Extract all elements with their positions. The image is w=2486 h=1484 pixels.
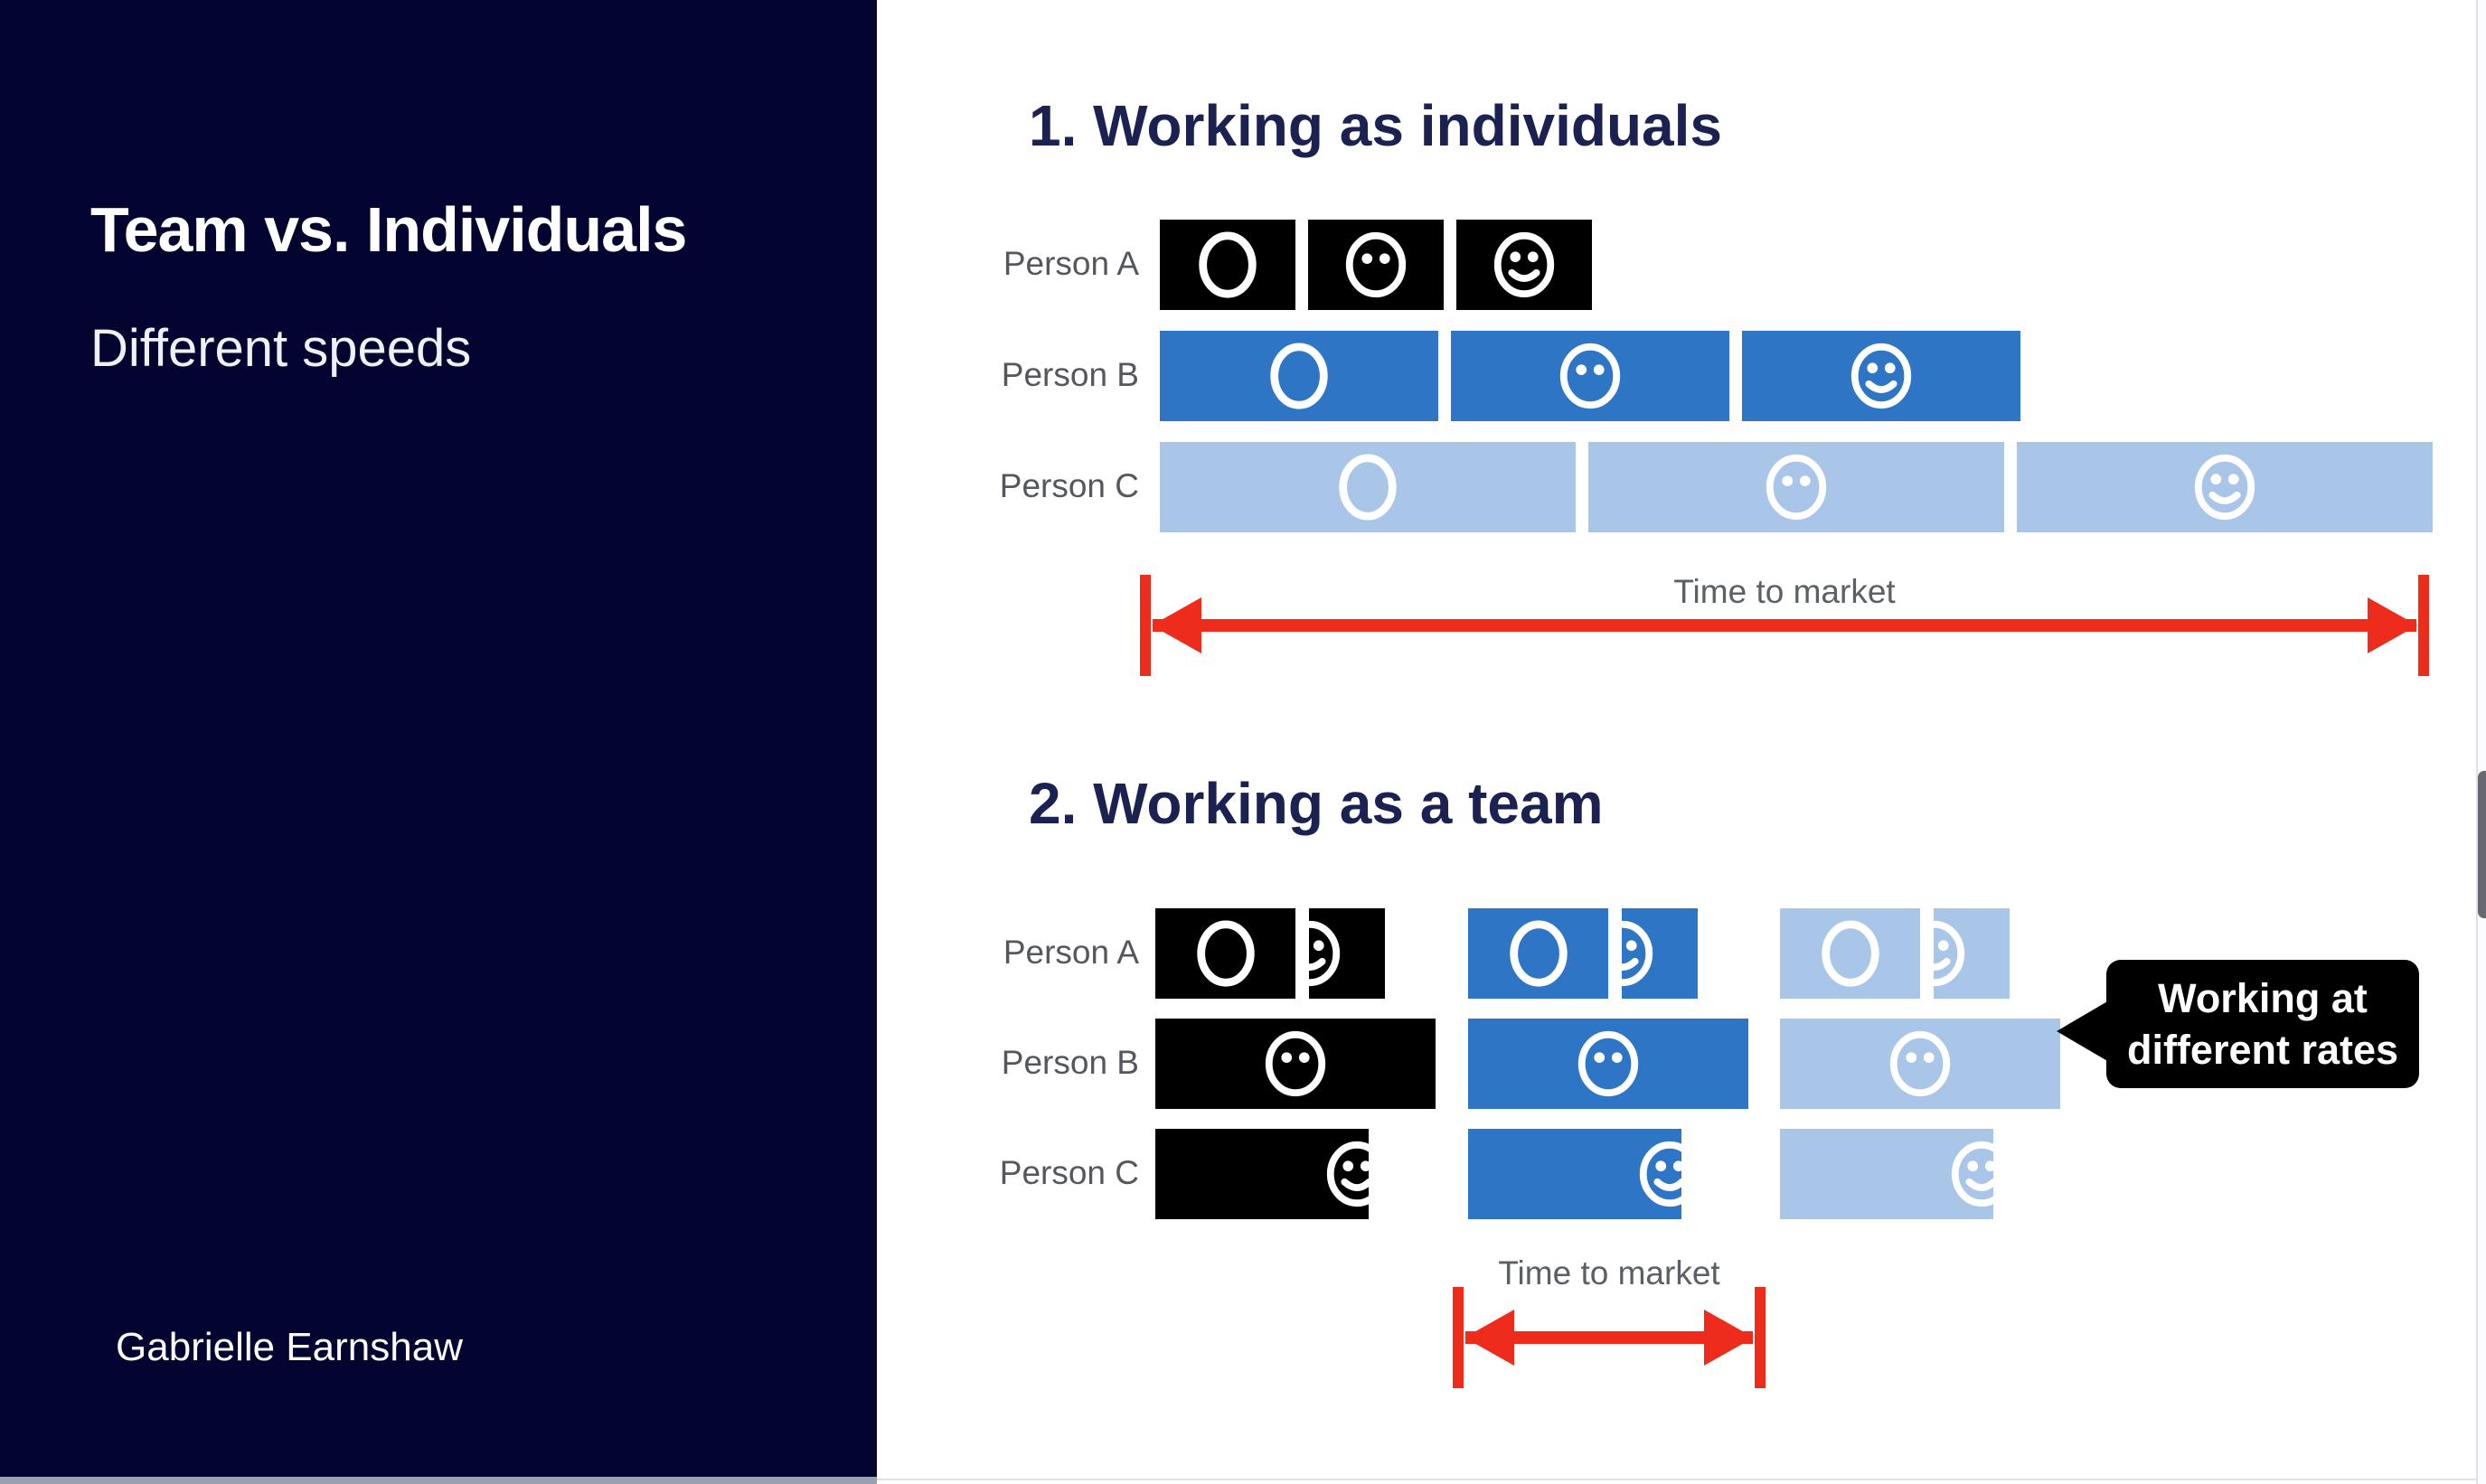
task-bar [2017,442,2433,532]
arrow-left-cap [1140,575,1151,676]
task-bar [1456,220,1592,310]
team-row-person-c: Person C [0,1129,2486,1219]
arrow-left-head-icon [1464,1310,1514,1366]
callout-bubble: Working at different rates [2057,960,2419,1088]
task-bar [1160,331,1438,421]
task-bar [1160,442,1576,532]
time-to-market-arrow: Time to market [1140,573,2429,676]
arrow-line [1465,1331,1753,1344]
task-bar [1468,908,1608,999]
smiley-icon [1489,230,1559,300]
team-row-person-b: Person B [0,1019,2486,1109]
clipped-smiley-icon [1322,1139,1369,1209]
sidebar: Team vs. Individuals Different speeds Ga… [0,0,877,1477]
partial-task-bar [1309,908,1385,999]
task-bar [1308,220,1444,310]
neutral-face-icon [1885,1028,1955,1099]
arrow-right-cap [1755,1287,1766,1388]
neutral-face-icon [1341,230,1411,300]
neutral-face-icon [1573,1028,1643,1099]
row-label: Person A [1003,245,1139,282]
neutral-face-icon [1260,1028,1331,1099]
task-bar [1468,1129,1681,1219]
task-bar [1780,1129,1993,1219]
clipped-smiley-icon [1634,1139,1681,1209]
slide-bottom-edge [0,1477,877,1484]
row-label: Person C [999,467,1139,504]
arrow-line [1153,619,2416,632]
arrow-right-head-icon [2368,597,2417,653]
task-bar [1742,331,2020,421]
circle-icon [1192,230,1263,300]
task-bar [1155,908,1295,999]
time-to-market-label: Time to market [1673,573,1896,610]
task-bar [1780,1019,2060,1109]
individuals-row-person-c: Person C [0,442,2486,532]
callout-line-1: Working at [2158,974,2368,1021]
row-label: Person C [999,1154,1139,1191]
row-label: Person A [1003,934,1139,971]
task-bar [1588,442,2004,532]
slide-title: Team vs. Individuals [90,194,687,265]
team-row-person-a: Person A [0,908,2486,999]
task-bar [1155,1129,1369,1219]
clipped-smiley-icon [1946,1139,1993,1209]
circle-icon [1503,918,1574,989]
circle-icon [1264,341,1334,411]
circle-icon [1815,918,1886,989]
neutral-face-icon [1555,341,1625,411]
partial-task-bar [1934,908,2010,999]
row-label: Person B [1001,1044,1139,1081]
task-bar [1780,908,1920,999]
time-to-market-arrow-team: Time to market [1453,1254,1766,1388]
task-bar [1468,1019,1748,1109]
scrollbar-thumb[interactable] [2478,771,2486,918]
circle-icon [1332,452,1403,522]
smiley-icon [1846,341,1916,411]
task-bar [1160,220,1295,310]
task-bar [1155,1019,1436,1109]
partial-task-bar [1622,908,1698,999]
arrow-right-cap [2418,575,2429,676]
section1-heading: 1. Working as individuals [1029,93,1722,158]
individuals-row-person-b: Person B [0,331,2486,421]
arrow-right-head-icon [1704,1310,1754,1366]
half-smiley-icon [1934,918,1970,989]
slide-author: Gabrielle Earnshaw [116,1325,463,1369]
individuals-row-person-a: Person A [0,220,2486,310]
smiley-icon [2189,452,2260,522]
arrow-left-cap [1453,1287,1464,1388]
arrow-left-head-icon [1152,597,1201,653]
time-to-market-label: Time to market [1498,1254,1720,1291]
neutral-face-icon [1761,452,1832,522]
circle-icon [1191,918,1261,989]
row-label: Person B [1001,356,1139,393]
half-smiley-icon [1622,918,1658,989]
slide-bottom-edge-right [877,1479,2486,1480]
task-bar [1451,331,1729,421]
callout-line-2: different rates [2126,1027,2399,1073]
scrollbar-track[interactable] [2476,0,2486,1484]
section2-heading: 2. Working as a team [1029,771,1604,836]
half-smiley-icon [1309,918,1345,989]
slide-subtitle: Different speeds [90,319,472,378]
